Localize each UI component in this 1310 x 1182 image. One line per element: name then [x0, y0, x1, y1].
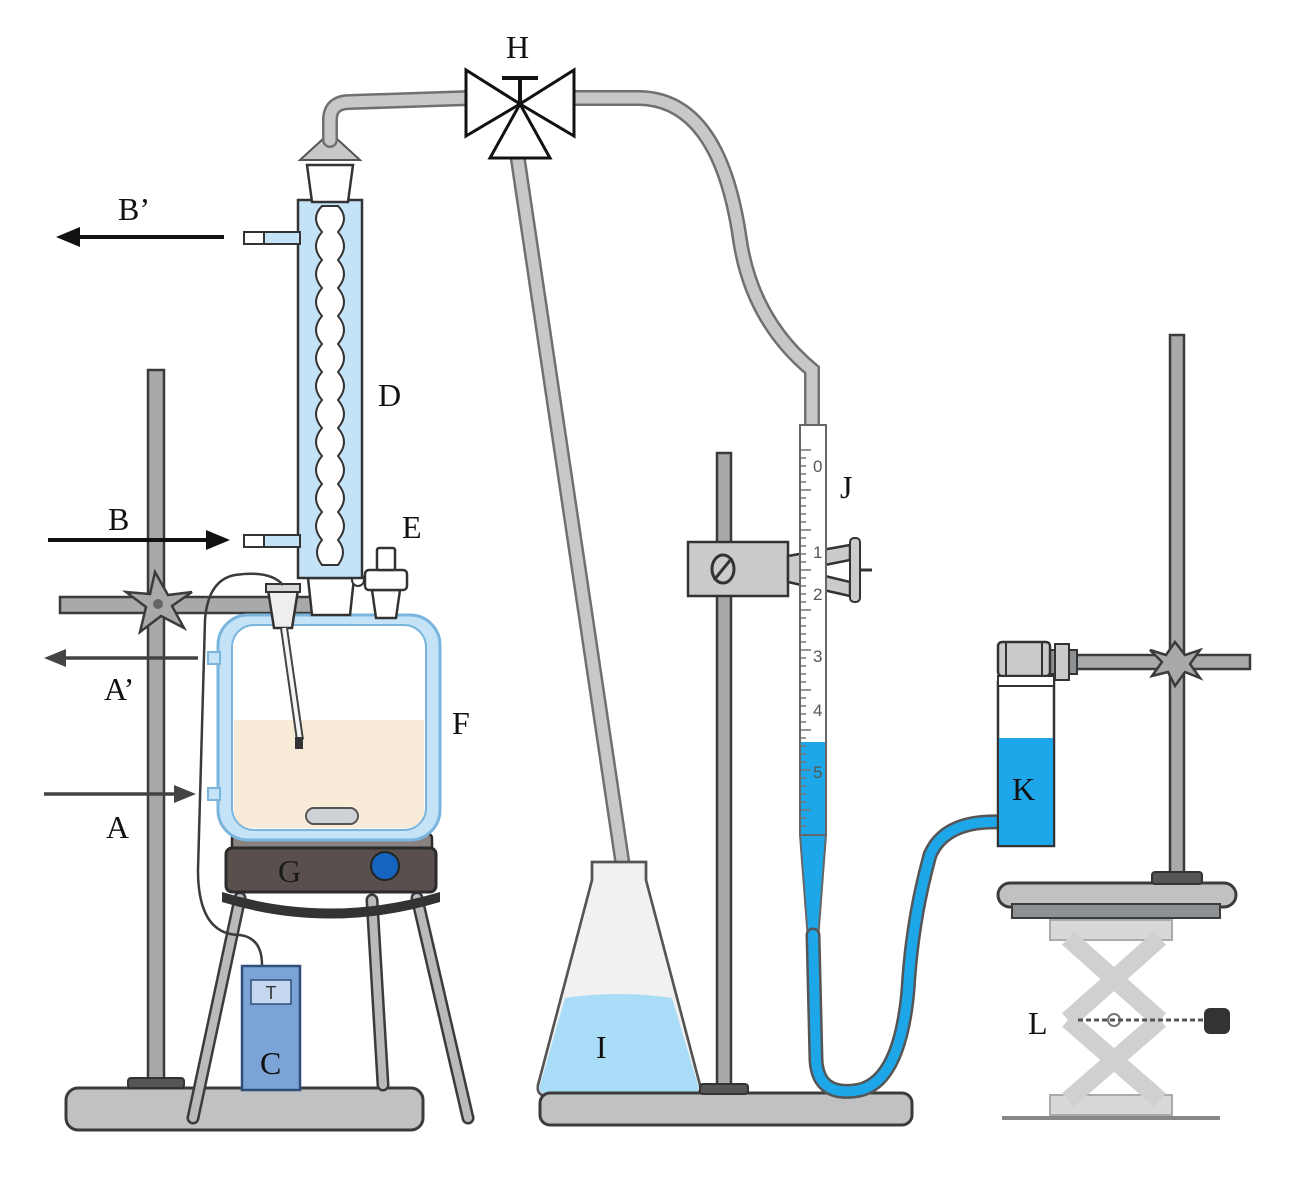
tripod	[186, 891, 475, 1125]
label-j: J	[840, 469, 852, 505]
label-b: B	[108, 501, 129, 537]
tubing-condenser-to-valve	[322, 90, 478, 148]
left-boss-head	[121, 568, 193, 636]
component-labels: B’ B A’ A D E F G C H I J K L	[104, 29, 1048, 1081]
left-stand	[64, 368, 425, 1132]
burette-scale-1: 1	[813, 543, 822, 562]
thermometer-probe	[196, 572, 304, 966]
label-i: I	[596, 1029, 607, 1065]
label-b-prime: B’	[118, 191, 150, 227]
burette-scale-3: 3	[813, 647, 822, 666]
label-k: K	[1012, 771, 1035, 807]
temperature-controller: T	[240, 964, 302, 1092]
label-c: C	[260, 1045, 281, 1081]
arrow-a-prime	[44, 649, 198, 667]
reservoir-clamp	[996, 640, 1078, 681]
burette-clamp	[686, 537, 872, 603]
burette: 0 1 2 3 4 5	[798, 424, 828, 941]
arrow-b	[48, 530, 230, 550]
label-f: F	[452, 705, 470, 741]
erlenmeyer-flask	[536, 860, 702, 1098]
burette-scale-5: 5	[813, 763, 822, 782]
condenser	[243, 137, 364, 580]
right-stand	[1073, 333, 1252, 885]
controller-display-text: T	[266, 983, 277, 1003]
burette-graduations	[801, 449, 811, 827]
label-l: L	[1028, 1005, 1048, 1041]
label-a-prime: A’	[104, 671, 134, 707]
burette-scale-labels: 0 1 2 3 4 5	[813, 457, 822, 782]
hotplate-stirrer	[224, 832, 438, 894]
three-way-valve	[464, 67, 576, 160]
stopper-e	[351, 546, 409, 620]
burette-scale-4: 4	[813, 701, 822, 720]
label-d: D	[378, 377, 401, 413]
jacketed-reactor	[207, 613, 442, 842]
condenser-outlet-port	[243, 231, 301, 245]
label-h: H	[506, 29, 529, 65]
right-boss-head	[1149, 639, 1204, 689]
arrow-b-prime	[56, 227, 224, 247]
arrow-a	[44, 785, 196, 803]
reactor-center-neck	[306, 576, 356, 617]
condenser-inlet-port	[243, 534, 301, 548]
label-e: E	[402, 509, 422, 545]
label-g: G	[278, 853, 301, 889]
burette-scale-0: 0	[813, 457, 822, 476]
tubing-valve-to-burette	[564, 90, 820, 433]
flow-arrows	[44, 227, 230, 803]
burette-scale-2: 2	[813, 585, 822, 604]
label-a: A	[106, 809, 129, 845]
tubing-burette-to-reservoir	[805, 814, 1008, 1099]
reservoir-k	[996, 675, 1056, 848]
lab-jack	[996, 881, 1238, 1120]
middle-stand	[538, 451, 914, 1127]
